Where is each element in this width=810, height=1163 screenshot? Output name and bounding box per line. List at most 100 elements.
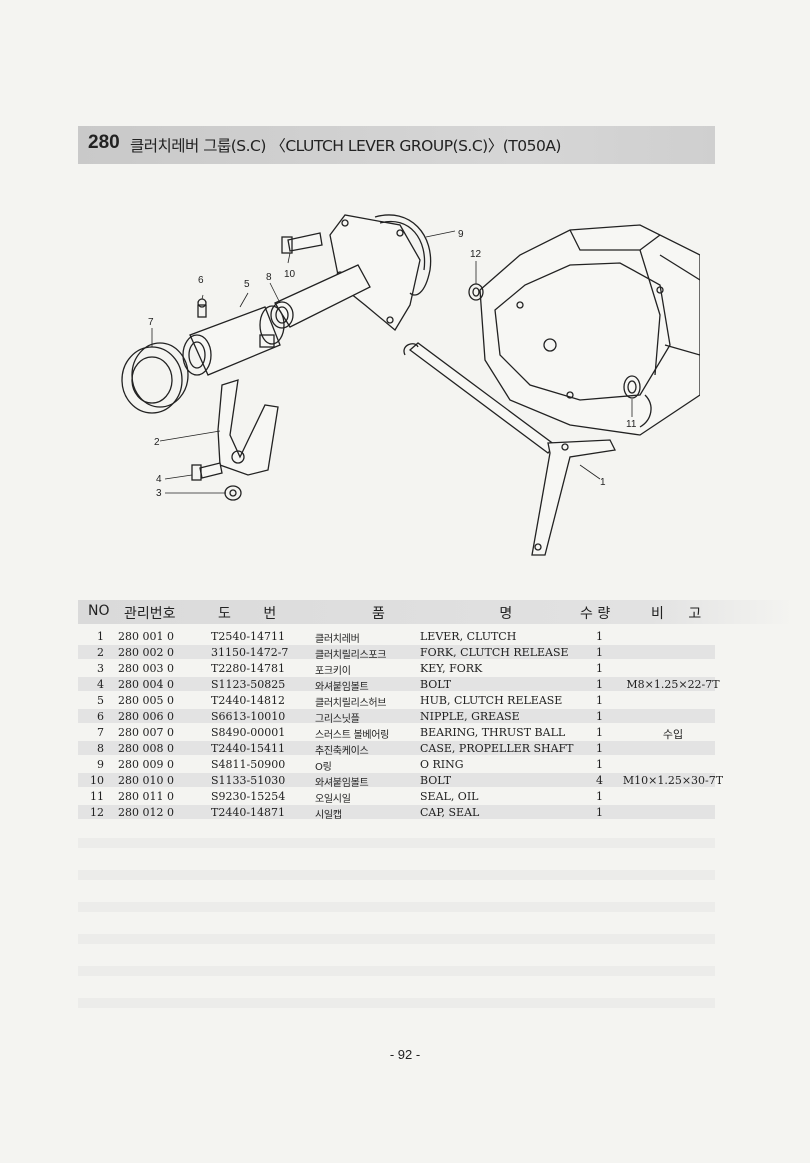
cell-drawing-no: T2280-14781 [211,662,286,675]
cell-qty: 1 [596,742,603,755]
callout-11: 11 [626,419,637,430]
cell-mgmt-no: 280 006 0 [118,710,174,723]
cell-mgmt-no: 280 001 0 [118,630,174,643]
row-band [78,709,715,723]
cell-qty: 1 [596,726,603,739]
empty-row-band [78,934,715,944]
table-row: 3 280 003 0 T2280-14781 포크키이 KEY, FORK 1 [78,661,738,677]
cell-no: 9 [97,758,104,771]
cell-qty: 1 [596,630,603,643]
cell-kor-name: 포크키이 [315,666,351,677]
cell-mgmt-no: 280 011 0 [118,790,174,803]
table-row: 11 280 011 0 S9230-15254 오일시일 SEAL, OIL … [78,789,738,805]
cell-no: 2 [97,646,104,659]
cell-mgmt-no: 280 005 0 [118,694,174,707]
table-row: 10 280 010 0 S1133-51030 와셔붙임볼트 BOLT 4 M… [78,773,738,789]
header-remarks: 비 고 [651,606,712,622]
cell-qty: 1 [596,806,603,819]
cell-no: 11 [90,790,104,803]
empty-row-band [78,998,715,1008]
empty-row-band [78,902,715,912]
section-title-bar: 280 클러치레버 그룹(S.C) 〈CLUTCH LEVER GROUP(S.… [78,126,715,164]
cell-mgmt-no: 280 008 0 [118,742,174,755]
callout-4: 4 [156,474,162,485]
cell-drawing-no: S4811-50900 [211,758,286,771]
empty-row-band [78,838,715,848]
section-number: 280 [88,132,120,153]
cell-mgmt-no: 280 003 0 [118,662,174,675]
section-title: 클러치레버 그룹(S.C) 〈CLUTCH LEVER GROUP(S.C)〉(… [130,137,561,155]
callout-1: 1 [600,477,606,488]
callout-9: 9 [458,229,464,240]
table-row: 12 280 012 0 T2440-14871 시일캡 CAP, SEAL 1 [78,805,738,821]
table-row: 7 280 007 0 S8490-00001 스러스트 볼베어링 BEARIN… [78,725,738,741]
cell-kor-name: 클러치레버 [315,634,360,645]
cell-kor-name: 시일캡 [315,810,342,821]
cell-drawing-no: S1133-51030 [211,774,286,787]
row-band [78,677,715,691]
cell-kor-name: 스러스트 볼베어링 [315,730,390,741]
exploded-parts-diagram: 2 3 4 5 6 7 8 9 10 12 11 1 [121,214,700,556]
callout-5: 5 [244,279,250,290]
callout-2: 2 [154,437,160,448]
cell-eng-name: NIPPLE, GREASE [420,710,520,723]
cell-drawing-no: S1123-50825 [211,678,286,691]
callout-6: 6 [198,275,204,286]
cell-qty: 4 [596,774,603,787]
cell-mgmt-no: 280 002 0 [118,646,174,659]
cell-kor-name: 클러치릴리스허브 [315,698,387,709]
table-row: 2 280 002 0 31150-1472-7 클러치릴리스포크 FORK, … [78,645,738,661]
cell-mgmt-no: 280 010 0 [118,774,174,787]
table-header: NO 관리번호 도 번 품 명 수 량 비 고 [78,600,793,624]
header-no: NO [88,603,110,619]
cell-no: 10 [90,774,104,787]
header-part-name: 품 명 [372,606,568,622]
cell-no: 6 [97,710,104,723]
cell-mgmt-no: 280 004 0 [118,678,174,691]
cell-eng-name: KEY, FORK [420,662,483,675]
cell-drawing-no: S9230-15254 [211,790,286,803]
cell-remarks: M10×1.25×30-7T [622,774,724,787]
cell-no: 5 [97,694,104,707]
cell-eng-name: CAP, SEAL [420,806,480,819]
cell-remarks: M8×1.25×22-7T [626,678,720,691]
cell-drawing-no: S8490-00001 [211,726,286,739]
cell-drawing-no: T2540-14711 [211,630,286,643]
cell-qty: 1 [596,646,603,659]
cell-qty: 1 [596,694,603,707]
cell-no: 1 [97,630,104,643]
page-number: - 92 - [389,1047,421,1062]
cell-mgmt-no: 280 009 0 [118,758,174,771]
cell-eng-name: BEARING, THRUST BALL [420,726,566,739]
cell-qty: 1 [596,758,603,771]
cell-no: 8 [97,742,104,755]
row-band [78,773,715,787]
cell-mgmt-no: 280 007 0 [118,726,174,739]
cell-eng-name: HUB, CLUTCH RELEASE [420,694,563,707]
cell-drawing-no: 31150-1472-7 [211,646,289,659]
cell-remarks: 수입 [662,728,684,741]
empty-row-band [78,966,715,976]
table-row: 9 280 009 0 S4811-50900 O링 O RING 1 [78,757,738,773]
callout-7: 7 [148,317,154,328]
cell-no: 3 [97,662,104,675]
row-band [78,645,715,659]
callout-3: 3 [156,488,162,499]
cell-eng-name: SEAL, OIL [420,790,479,803]
callout-8: 8 [266,272,272,283]
header-qty: 수 량 [580,606,611,622]
cell-drawing-no: T2440-14812 [211,694,286,707]
table-row: 6 280 006 0 S6613-10010 그리스닛플 NIPPLE, GR… [78,709,738,725]
header-mgmt-no: 관리번호 [124,606,176,622]
cell-kor-name: 와셔붙임볼트 [315,682,369,693]
row-band [78,741,715,755]
cell-eng-name: O RING [420,758,464,771]
table-row: 1 280 001 0 T2540-14711 클러치레버 LEVER, CLU… [78,629,738,645]
table-row: 8 280 008 0 T2440-15411 추진축케이스 CASE, PRO… [78,741,738,757]
table-row: 4 280 004 0 S1123-50825 와셔붙임볼트 BOLT 1 M8… [78,677,738,693]
cell-qty: 1 [596,790,603,803]
callout-10: 10 [284,269,296,280]
cell-kor-name: O링 [315,762,332,773]
cell-kor-name: 추진축케이스 [315,746,369,757]
cell-drawing-no: S6613-10010 [211,710,286,723]
